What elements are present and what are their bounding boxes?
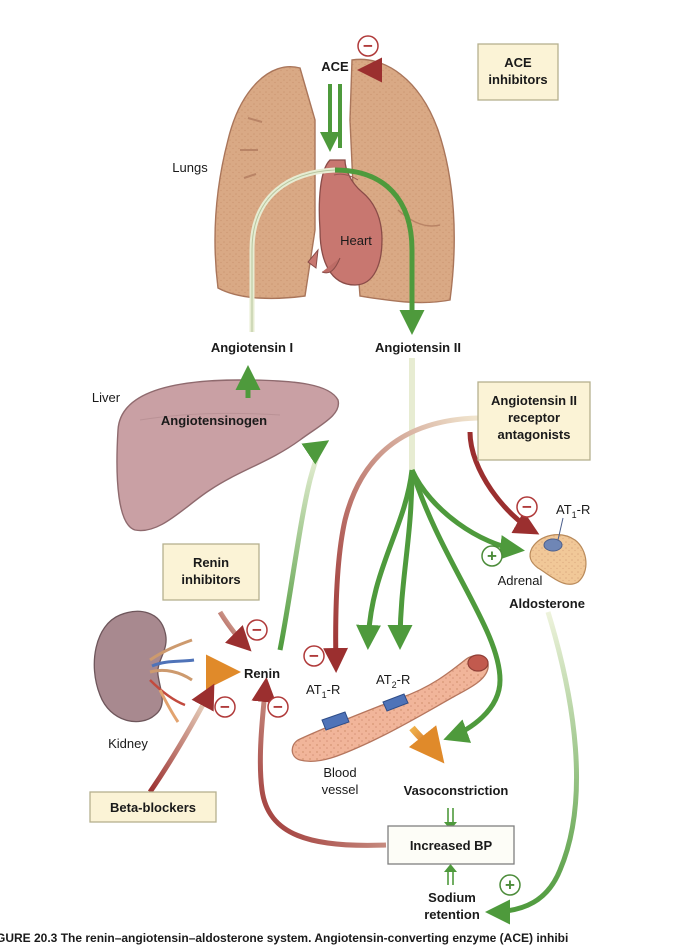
angiotensin-ii-to-vasoconstriction-arrow: [409, 469, 503, 743]
arb-box: Angiotensin II receptor antagonists: [477, 381, 591, 461]
angiotensin-ii-to-adrenal-arrow: [409, 468, 525, 560]
angiotensin-ii-label: Angiotensin II: [375, 340, 461, 355]
lungs-to-angiotensin-ii-arrow: [334, 167, 425, 335]
angiotensinogen-label: Angiotensinogen: [161, 413, 267, 428]
kidney-illustration: [93, 610, 195, 723]
vessel-to-vasoconstriction-arrow: [408, 725, 445, 764]
liver-illustration: [116, 379, 340, 532]
minus-sign-beta-blockers: −: [214, 696, 236, 718]
ace-inhibitors-label-line2: inhibitors: [488, 72, 547, 87]
at1r-adrenal-label: AT1-R: [556, 502, 590, 520]
vasoconstriction-label: Vasoconstriction: [404, 783, 509, 798]
angiotensin-i-to-lungs-outline: [251, 169, 336, 332]
blood-vessel-label-line2: vessel: [322, 782, 359, 797]
aldosterone-to-sodium-retention-arrow: [485, 611, 579, 925]
arb-to-at1r-vessel-arrow: [323, 415, 479, 673]
minus-sign-adrenal: −: [516, 496, 538, 518]
svg-text:−: −: [273, 698, 283, 717]
arb-label-line2: receptor: [508, 410, 560, 425]
arb-label-line1: Angiotensin II: [491, 393, 577, 408]
at1r-vessel-label: AT1-R: [306, 682, 340, 700]
angiotensin-i-label: Angiotensin I: [211, 340, 293, 355]
adrenal-label: Adrenal: [498, 573, 543, 588]
svg-text:+: +: [505, 876, 515, 895]
ace-inhibitors-label-line1: ACE: [504, 55, 532, 70]
minus-sign-ace: −: [357, 35, 379, 57]
sodium-retention-label-line1: Sodium: [428, 890, 476, 905]
heart-label: Heart: [340, 233, 372, 248]
svg-text:−: −: [220, 698, 230, 717]
svg-text:+: +: [487, 547, 497, 566]
ace-label: ACE: [321, 59, 349, 74]
renin-label: Renin: [244, 666, 280, 681]
blood-vessel-illustration: [291, 654, 489, 763]
liver-label: Liver: [92, 390, 121, 405]
svg-text:−: −: [363, 37, 373, 56]
heart-illustration: [307, 159, 383, 286]
aldosterone-label: Aldosterone: [509, 596, 585, 611]
arb-label-line3: antagonists: [498, 427, 571, 442]
renin-inhibitors-arrow: [217, 610, 252, 652]
plus-sign-adrenal: +: [481, 545, 503, 567]
sodium-to-bp-arrow: [444, 864, 457, 885]
svg-text:−: −: [522, 498, 532, 517]
renin-inhibitors-box: Renin inhibitors: [162, 543, 260, 601]
renin-to-liver-arrow: [277, 440, 330, 651]
increased-bp-box: Increased BP: [387, 825, 515, 865]
angiotensin-ii-to-at1r-arrow: [356, 469, 415, 650]
renin-inhibitors-label-line1: Renin: [193, 555, 229, 570]
increased-bp-label: Increased BP: [410, 838, 493, 853]
ace-inhibitors-box: ACE inhibitors: [477, 43, 559, 101]
minus-sign-renin-inhibitors: −: [246, 619, 268, 641]
minus-sign-bp-feedback: −: [267, 696, 289, 718]
ace-conversion-arrow: [320, 84, 342, 152]
lungs-label: Lungs: [172, 160, 208, 175]
blood-vessel-label-line1: Blood: [323, 765, 356, 780]
minus-sign-at1r-vessel: −: [303, 645, 325, 667]
beta-blockers-box: Beta-blockers: [89, 791, 217, 823]
plus-sign-sodium: +: [499, 874, 521, 896]
beta-blockers-arrow: [147, 683, 215, 794]
bp-feedback-to-renin-arrow: [251, 677, 387, 848]
arb-to-at1r-adrenal-arrow: [467, 431, 540, 535]
sodium-retention-label-line2: retention: [424, 907, 480, 922]
renin-inhibitors-label-line2: inhibitors: [181, 572, 240, 587]
at2r-label: AT2-R: [376, 672, 410, 690]
svg-text:−: −: [252, 621, 262, 640]
beta-blockers-label: Beta-blockers: [110, 800, 196, 815]
figure-caption: GURE 20.3 The renin–angiotensin–aldoster…: [0, 931, 568, 945]
angiotensin-ii-to-at2r-arrow: [387, 469, 415, 650]
kidney-label: Kidney: [108, 736, 148, 751]
adrenal-gland-illustration: [529, 517, 587, 585]
svg-text:−: −: [309, 647, 319, 666]
